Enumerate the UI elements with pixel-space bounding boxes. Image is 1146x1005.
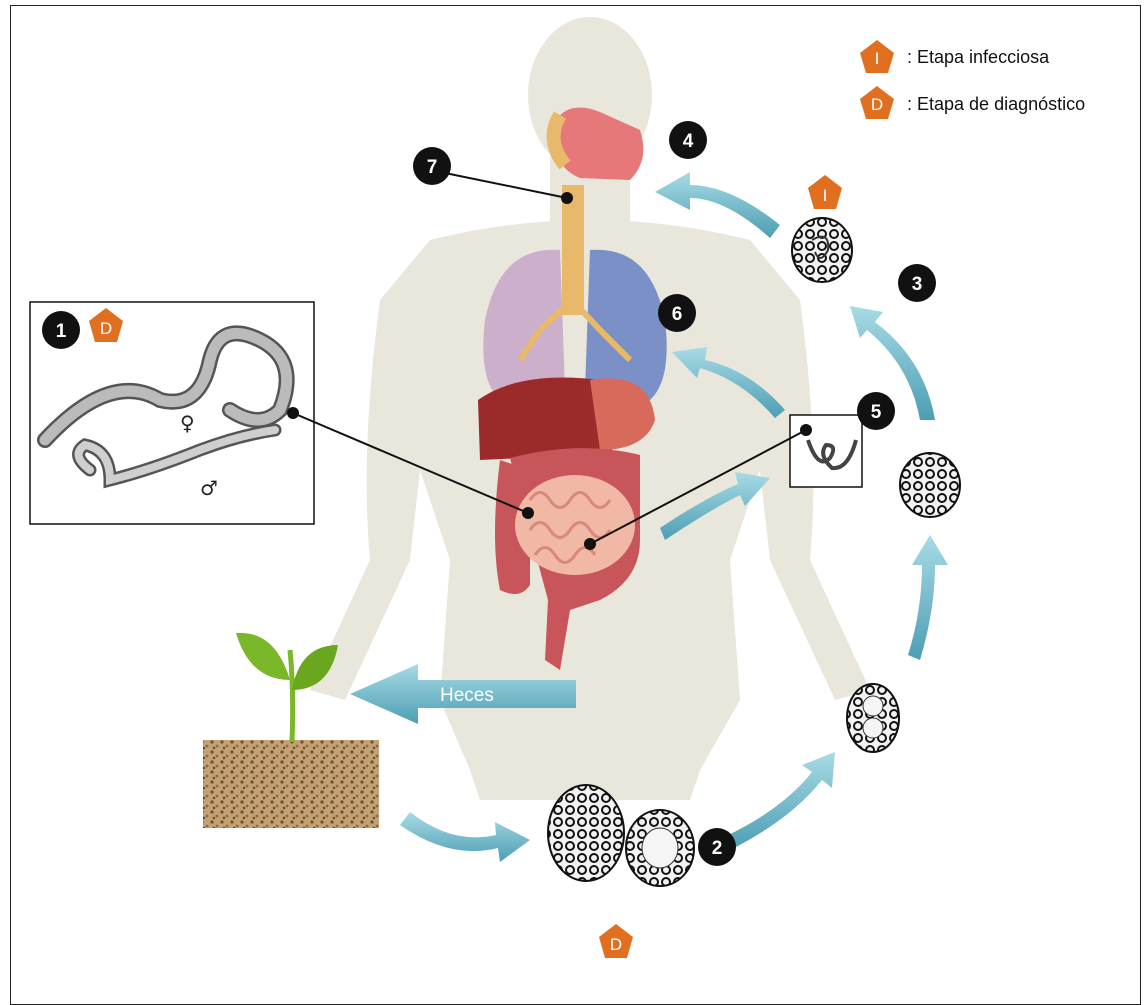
svg-text:I: I (875, 49, 880, 68)
svg-text:3: 3 (912, 274, 923, 295)
svg-text:7: 7 (427, 157, 438, 178)
svg-text:D: D (871, 95, 883, 114)
heces-label: Heces (440, 685, 494, 706)
stage-badge-2: 2 (698, 828, 736, 866)
svg-text:D: D (610, 935, 622, 954)
embryonated-egg (792, 218, 852, 282)
marker-embryonated-infective: I (808, 175, 842, 209)
svg-text:6: 6 (672, 304, 683, 325)
marker-eggs-diagnostic: D (599, 924, 633, 958)
stage-badge-5: 5 (857, 392, 895, 430)
svg-text:I: I (823, 186, 828, 205)
morula-egg (900, 453, 960, 517)
small-intestine (515, 475, 635, 575)
legend-infective-text: : Etapa infecciosa (907, 47, 1049, 68)
stage-badge-6: 6 (658, 294, 696, 332)
svg-text:4: 4 (683, 131, 694, 152)
female-symbol: ♀ (180, 411, 195, 435)
legend-diagnostic-text: : Etapa de diagnóstico (907, 94, 1085, 115)
svg-text:2: 2 (712, 838, 723, 859)
larva-box (790, 415, 862, 487)
stage-badge-4: 4 (669, 121, 707, 159)
stage-badge-1: 1 (42, 311, 80, 349)
stage-badge-3: 3 (898, 264, 936, 302)
legend-diagnostic-badge: D (860, 86, 894, 119)
stage-badge-7: 7 (413, 147, 451, 185)
male-symbol: ♂ (200, 476, 218, 500)
svg-text:D: D (100, 319, 112, 338)
unfertilized-egg (548, 785, 624, 881)
svg-text:1: 1 (56, 321, 67, 342)
svg-text:5: 5 (871, 402, 882, 423)
legend-infective-badge: I (860, 40, 894, 73)
